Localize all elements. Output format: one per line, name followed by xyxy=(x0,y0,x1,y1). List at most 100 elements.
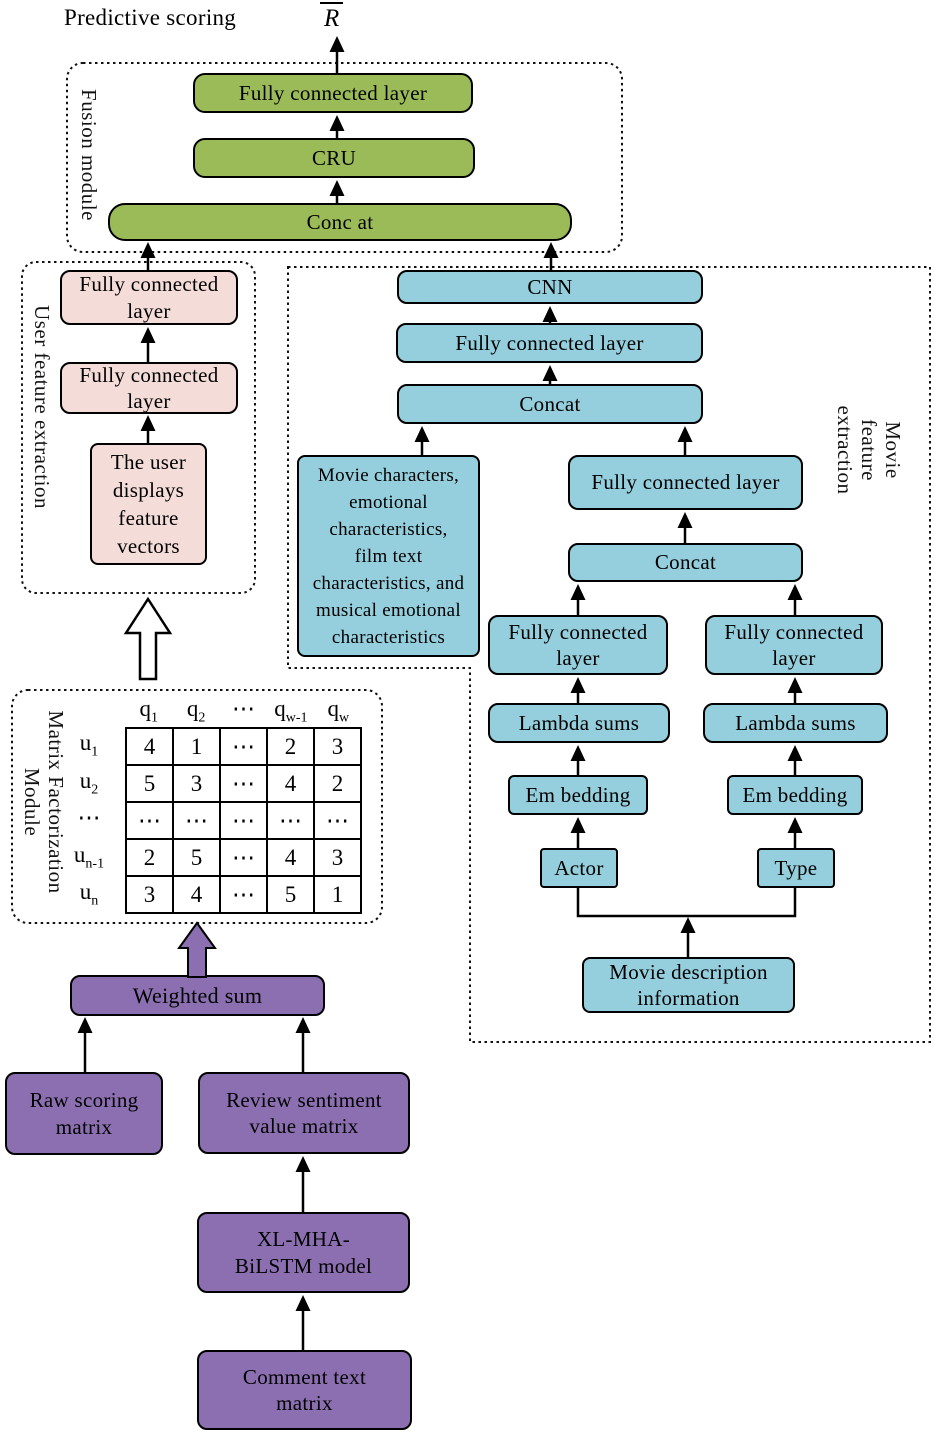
arrow-moviefc-to-cnn xyxy=(542,306,558,323)
weighted-sum-box: Weighted sum xyxy=(70,975,325,1016)
actor-box: Actor xyxy=(540,848,618,888)
matrix-cell: 3 xyxy=(125,875,174,914)
user-fc2-box: Fully connected layer xyxy=(60,362,238,414)
movie-fc-right-box: Fully connected layer xyxy=(568,455,803,510)
matrix-cell: 3 xyxy=(313,838,362,877)
matrix-row-headers: u1 u2 ⋯ un-1 un xyxy=(60,727,118,913)
matrix-cell: ⋯ xyxy=(125,801,174,840)
user-feature-extraction-label: User feature extraction xyxy=(30,305,55,509)
movie-description-box: Movie description information xyxy=(582,957,795,1013)
matrix-row-header: u1 xyxy=(79,730,99,760)
matrix-cell: 3 xyxy=(172,764,221,803)
r-bar-text: R xyxy=(320,2,344,33)
matrix-col-header: q2 xyxy=(186,696,206,726)
matrix-cell: 5 xyxy=(266,875,315,914)
rating-matrix-table: 4 1 ⋯ 2 3 5 3 ⋯ 4 2 ⋯ ⋯ ⋯ ⋯ ⋯ 2 5 ⋯ 4 3 xyxy=(125,727,362,914)
comment-text-matrix-box: Comment text matrix xyxy=(197,1350,412,1430)
matrix-cell: ⋯ xyxy=(266,801,315,840)
matrix-col-header: ⋯ xyxy=(232,696,256,721)
table-row: 3 4 ⋯ 5 1 xyxy=(125,875,362,914)
table-row: 4 1 ⋯ 2 3 xyxy=(125,727,362,766)
arrow-fcbl-to-rightconcat xyxy=(570,584,586,615)
matrix-cell: ⋯ xyxy=(219,727,268,766)
matrix-cell: 1 xyxy=(313,875,362,914)
r-bar-output-label: R xyxy=(320,2,344,33)
movie-fc-bottom-left-box: Fully connected layer xyxy=(488,615,668,675)
matrix-col-header: qw-1 xyxy=(274,696,308,726)
arrow-fcbr-to-rightconcat xyxy=(787,584,803,615)
matrix-col-headers: q1 q2 ⋯ qw-1 qw xyxy=(125,694,362,726)
matrix-cell: 1 xyxy=(172,727,221,766)
arrow-actor-to-embedl xyxy=(570,817,586,848)
cru-box: CRU xyxy=(193,138,475,178)
movie-fc-bottom-right-box: Fully connected layer xyxy=(705,615,883,675)
arrow-concat-to-cru xyxy=(329,180,345,203)
matrix-cell: ⋯ xyxy=(219,801,268,840)
arrow-review-to-weighted xyxy=(295,1017,311,1072)
fusion-module-label: Fusion module xyxy=(77,89,102,221)
embedding-right-box: Em bedding xyxy=(727,775,863,815)
table-row: 2 5 ⋯ 4 3 xyxy=(125,838,362,877)
movie-feature-extraction-label: Movie feature extraction xyxy=(832,405,906,495)
matrix-row-header: un xyxy=(79,879,99,909)
xl-mha-bilstm-box: XL-MHA- BiLSTM model xyxy=(197,1212,410,1293)
arrow-lambdal-to-fcbl xyxy=(570,677,586,703)
table-row: 5 3 ⋯ 4 2 xyxy=(125,764,362,803)
type-box: Type xyxy=(757,848,835,888)
movie-features-box: Movie characters, emotional characterist… xyxy=(297,455,480,657)
arrow-vectors-to-userfc2 xyxy=(140,415,156,443)
arrow-xl-to-review xyxy=(295,1156,311,1212)
fusion-concat-box: Conc at xyxy=(108,203,572,241)
arrow-comment-to-xl xyxy=(295,1295,311,1350)
arrow-cru-to-fc xyxy=(329,115,345,138)
matrix-cell: 4 xyxy=(266,838,315,877)
arrow-rightfc-to-concat xyxy=(677,426,693,455)
lambda-sums-left-box: Lambda sums xyxy=(488,703,670,743)
matrix-cell: ⋯ xyxy=(219,764,268,803)
matrix-cell: 2 xyxy=(266,727,315,766)
matrix-cell: ⋯ xyxy=(219,838,268,877)
matrix-row-header: un-1 xyxy=(73,841,105,872)
raw-scoring-matrix-box: Raw scoring matrix xyxy=(5,1072,163,1155)
movie-fc-top-box: Fully connected layer xyxy=(396,323,703,363)
arrow-fc-to-rbar xyxy=(329,36,345,73)
arrow-desc-to-branch xyxy=(680,917,696,957)
branch-connector-line xyxy=(576,888,797,918)
matrix-cell: ⋯ xyxy=(219,875,268,914)
matrix-row-header: ⋯ xyxy=(77,804,101,830)
arrow-type-to-embedr xyxy=(787,817,803,848)
purple-block-arrow xyxy=(177,921,217,978)
matrix-cell: ⋯ xyxy=(313,801,362,840)
matrix-col-header: qw xyxy=(327,696,350,726)
arrow-concat-to-moviefc xyxy=(542,365,558,384)
hollow-block-arrow xyxy=(123,596,173,681)
matrix-col-header: q1 xyxy=(139,696,158,726)
movie-concat-top-box: Concat xyxy=(397,384,703,424)
movie-concat-right-box: Concat xyxy=(568,543,803,582)
arrow-lambdar-to-fcbr xyxy=(787,677,803,703)
arrow-rightconcat-to-rightfc xyxy=(677,512,693,543)
matrix-cell: 4 xyxy=(172,875,221,914)
matrix-cell: 2 xyxy=(125,838,174,877)
matrix-cell: 4 xyxy=(125,727,174,766)
arrow-userfc-to-concat xyxy=(140,242,156,270)
lambda-sums-right-box: Lambda sums xyxy=(703,703,888,743)
predictive-scoring-label: Predictive scoring xyxy=(64,5,237,30)
arrow-userfc2-to-userfc1 xyxy=(140,327,156,362)
matrix-cell: 5 xyxy=(125,764,174,803)
cnn-box: CNN xyxy=(397,270,703,304)
matrix-cell: 4 xyxy=(266,764,315,803)
user-fc1-box: Fully connected layer xyxy=(60,270,238,325)
matrix-cell: 2 xyxy=(313,764,362,803)
matrix-row-header: u2 xyxy=(79,767,99,798)
review-sentiment-matrix-box: Review sentiment value matrix xyxy=(198,1072,410,1154)
matrix-cell: 5 xyxy=(172,838,221,877)
table-row: ⋯ ⋯ ⋯ ⋯ ⋯ xyxy=(125,801,362,840)
arrow-embedr-to-lambdar xyxy=(787,745,803,775)
arrow-raw-to-weighted xyxy=(77,1017,93,1072)
arrow-embedl-to-lambdal xyxy=(570,745,586,775)
user-vectors-box: The user displays feature vectors xyxy=(90,443,207,565)
embedding-left-box: Em bedding xyxy=(508,775,648,815)
arrow-features-to-concat xyxy=(414,426,430,455)
